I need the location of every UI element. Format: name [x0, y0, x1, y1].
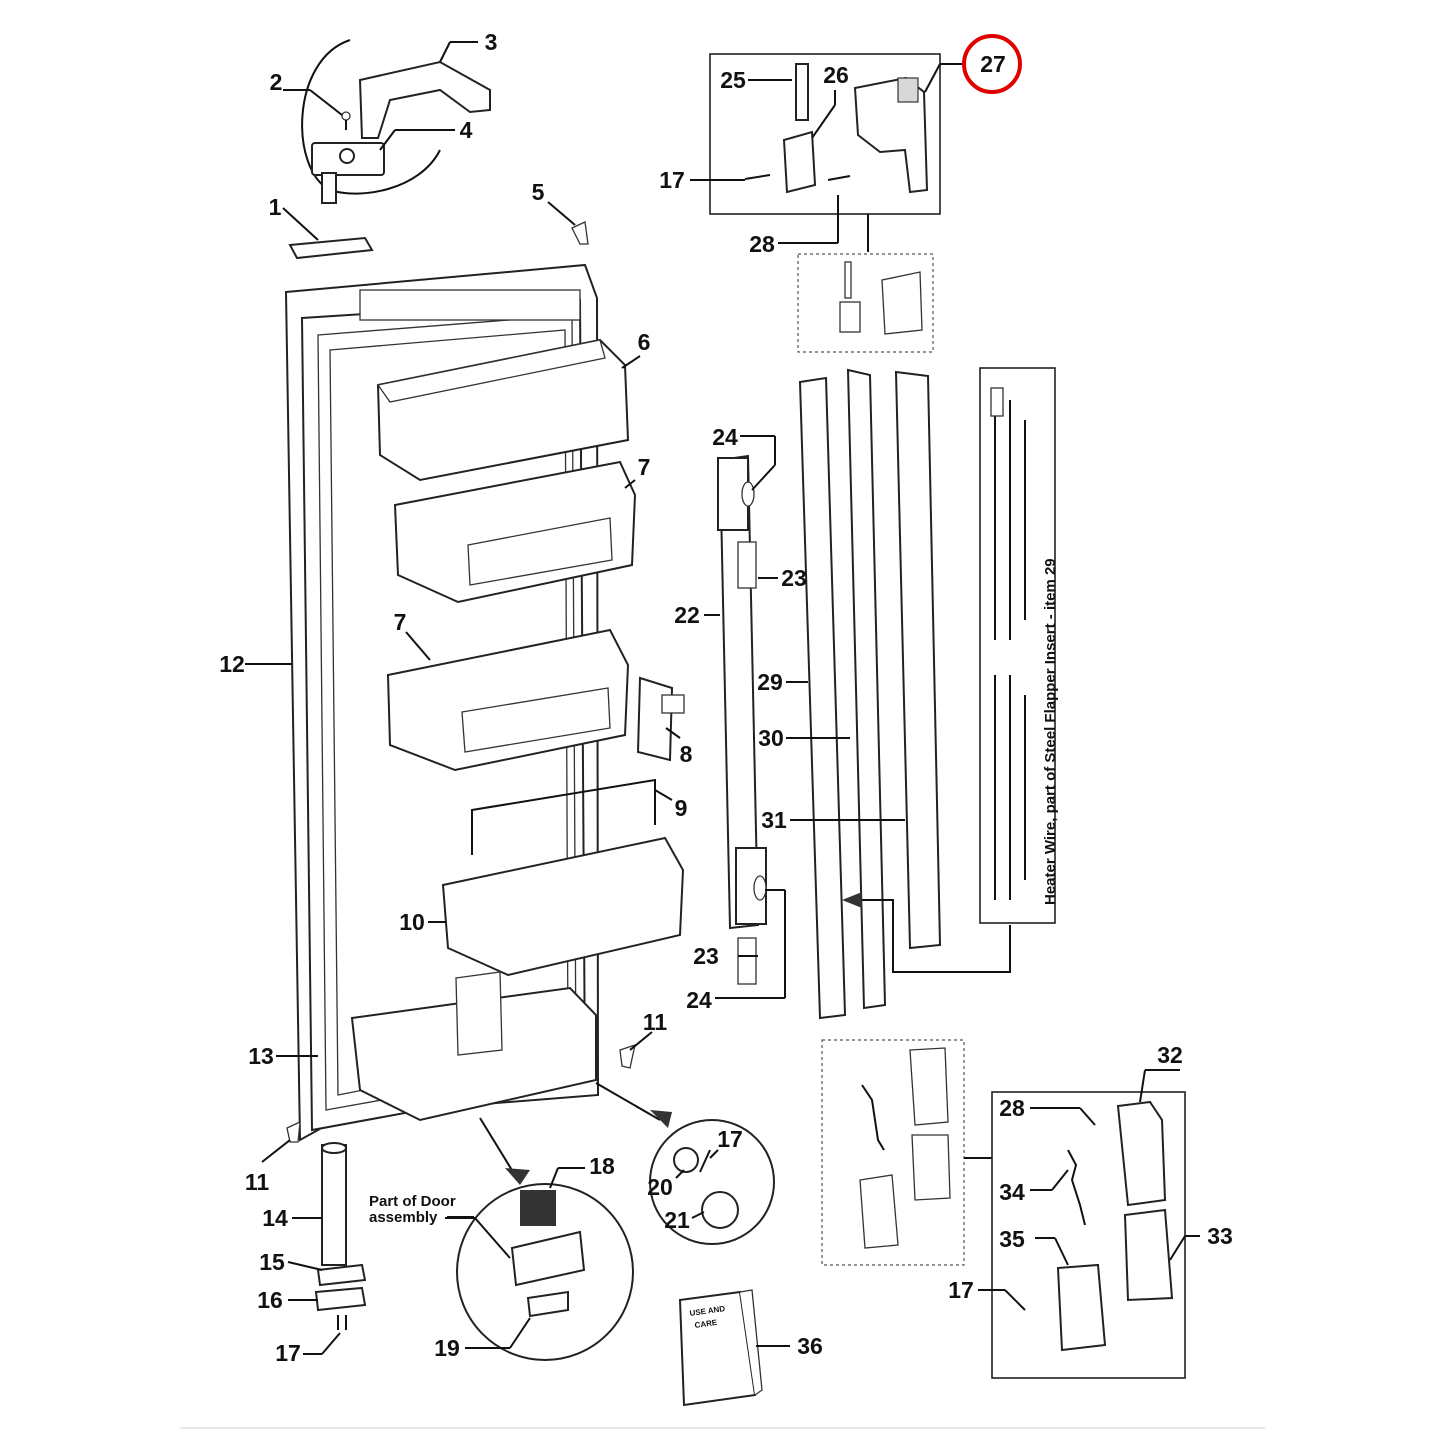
hinge-screw — [341, 111, 351, 121]
screw-23-top — [737, 541, 757, 589]
bottom-hinge-pin — [321, 1144, 347, 1266]
callout-label: 17 — [275, 1340, 301, 1366]
door-clip — [571, 221, 589, 245]
callout-label: 12 — [219, 651, 245, 677]
heater-wire-panel — [979, 367, 1056, 924]
clip-11-left — [286, 1120, 301, 1143]
hinge-bushing — [316, 1263, 367, 1287]
hinge-pin — [321, 172, 337, 204]
clip-11-right — [619, 1044, 636, 1069]
callout-label: 10 — [399, 909, 425, 935]
top-trim-cap — [288, 236, 374, 260]
callout-label: 24 — [712, 424, 738, 450]
callout-label: 3 — [485, 29, 498, 55]
cam-nut — [673, 1147, 699, 1173]
callout-label: 14 — [262, 1205, 288, 1231]
callout-label: 19 — [434, 1335, 460, 1361]
wire-rack — [471, 778, 656, 855]
callout-label: 32 — [1157, 1042, 1183, 1068]
callout-label: 11 — [245, 1169, 270, 1195]
door-stop-pad — [520, 1190, 556, 1226]
callout-label: 5 — [532, 179, 545, 205]
bottom-hinge-kit-alt — [821, 1039, 965, 1266]
callout-label: 4 — [460, 117, 473, 143]
bottom-hinge-group — [314, 1142, 367, 1330]
callout-label-highlighted: 27 — [980, 51, 1006, 77]
hinge-bracket — [314, 1286, 367, 1312]
callout-label: 33 — [1207, 1223, 1233, 1249]
callout-labels: 1 2 3 4 5 6 7 7 8 9 10 11 11 12 13 14 15… — [219, 29, 1233, 1366]
highlight-ring — [962, 34, 1022, 94]
callout-label: 15 — [259, 1249, 285, 1275]
callout-label: 2 — [270, 69, 283, 95]
callout-label: 17 — [717, 1126, 743, 1152]
hinge-kit-box — [709, 53, 941, 215]
callout-label: 7 — [394, 609, 407, 635]
leader-lines — [245, 41, 1200, 1355]
callout-label: 20 — [647, 1174, 673, 1200]
callout-label: 6 — [638, 329, 651, 355]
callout-label: 18 — [589, 1153, 615, 1179]
callout-label: 29 — [757, 669, 783, 695]
cam-roller — [701, 1191, 739, 1229]
manual-title-line2: CARE — [694, 1318, 718, 1330]
callout-label: 8 — [680, 741, 693, 767]
callout-label: 17 — [948, 1277, 974, 1303]
callout-label: 21 — [664, 1207, 690, 1233]
callout-label: 35 — [999, 1226, 1025, 1252]
door-bin-bottom — [441, 836, 685, 977]
callout-label: 23 — [781, 565, 807, 591]
callout-label: 22 — [674, 602, 700, 628]
screw-23-bottom — [737, 937, 757, 985]
hinge-bracket-35 — [1056, 1263, 1107, 1352]
spring-34 — [1067, 1149, 1086, 1226]
callout-label: 17 — [659, 167, 685, 193]
top-hinge-cover — [358, 60, 491, 139]
door-assembly-note-line2: assembly — [369, 1209, 438, 1226]
heater-wire-note: Heater Wire, part of Steel Flapper Inser… — [1042, 558, 1059, 905]
hinge-kit-alt — [797, 253, 934, 353]
callout-label: 28 — [749, 231, 775, 257]
gallon-bin — [350, 986, 597, 1122]
callout-label: 16 — [257, 1287, 283, 1313]
hinge-bushing-26 — [782, 130, 817, 194]
bin-divider — [636, 676, 674, 762]
door-assembly-note-line1: Part of Door — [369, 1193, 456, 1210]
callout-label: 1 — [269, 194, 282, 220]
top-hinge-group — [301, 39, 491, 204]
hinge-cover-32 — [1116, 1100, 1167, 1207]
callout-label: 26 — [823, 62, 849, 88]
callout-label: 31 — [761, 807, 787, 833]
callout-label: 24 — [686, 987, 712, 1013]
callout-label: 11 — [643, 1009, 668, 1035]
callout-label: 30 — [758, 725, 784, 751]
callout-label: 23 — [693, 943, 719, 969]
callout-label: 36 — [797, 1333, 823, 1359]
callout-label: 13 — [248, 1043, 274, 1069]
callout-label: 25 — [720, 67, 746, 93]
callout-label: 28 — [999, 1095, 1025, 1121]
flapper-strip-29 — [798, 376, 847, 1020]
flapper-strip-30 — [846, 368, 887, 1010]
flapper-strip-31 — [894, 370, 942, 950]
callout-label: 7 — [638, 454, 651, 480]
hinge-cover-33 — [1123, 1208, 1174, 1302]
hinge-pin-25 — [795, 63, 809, 121]
callout-label: 9 — [675, 795, 688, 821]
callout-label: 34 — [999, 1179, 1025, 1205]
